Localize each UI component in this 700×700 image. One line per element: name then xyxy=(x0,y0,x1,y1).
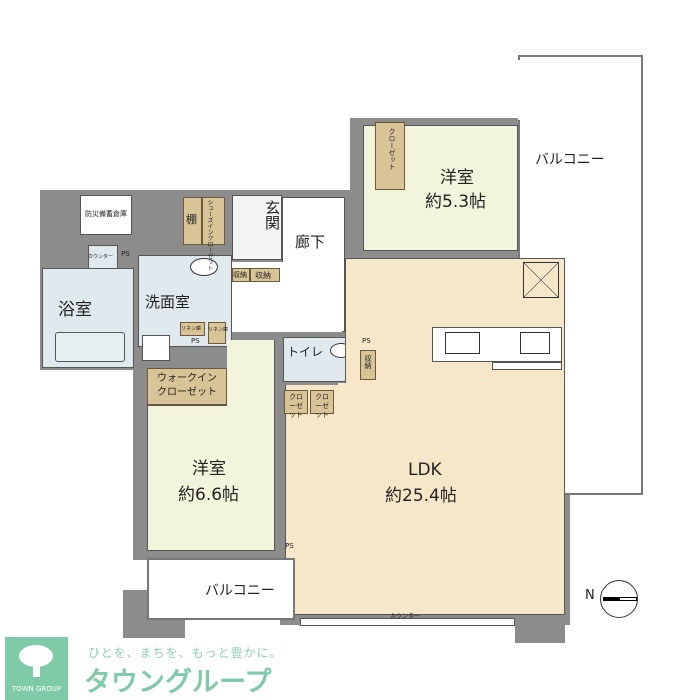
western-room-1-size: 約5.3帖 xyxy=(425,192,487,212)
storage-3 xyxy=(360,350,376,380)
ps-label-2: PS xyxy=(191,337,200,345)
balcony-cut xyxy=(518,60,588,120)
linen-2-label: リネン庫 xyxy=(208,327,229,333)
walk-in-closet-label: ウォークインクローゼット xyxy=(157,373,217,398)
disaster-storage-label: 防災備蓄倉庫 xyxy=(85,210,127,218)
storage-2-label: 収納 xyxy=(255,271,271,280)
linen-1-label: リネン庫 xyxy=(181,326,202,332)
ldk-counter-label: カウンター xyxy=(390,613,421,620)
ldk-size: 約25.4帖 xyxy=(385,486,457,506)
toilet-label: トイレ xyxy=(287,345,324,359)
closet-b xyxy=(310,390,334,414)
walk-in-closet xyxy=(147,368,227,405)
closet-top-label: クローゼット xyxy=(388,128,396,170)
shoes-in-closet-label: シューズインクローゼット xyxy=(206,199,213,271)
closet-a-label: クローゼット xyxy=(289,393,303,419)
ldk-window-sill xyxy=(300,618,515,626)
bathtub xyxy=(55,332,125,362)
refrigerator-space xyxy=(523,262,559,298)
compass-needle-icon xyxy=(603,597,637,601)
kitchen-sink-icon xyxy=(445,332,480,354)
ps-label-3: PS xyxy=(362,337,371,345)
compass-icon xyxy=(600,580,638,618)
town-group-logo: TOWN GROUP xyxy=(5,637,68,700)
storage-1 xyxy=(232,268,250,282)
entrance-label: 玄関 xyxy=(263,200,281,230)
balcony-bottom-label: バルコニー xyxy=(205,583,275,599)
logo-tagline: ひとを、まちを、もっと豊かに。 xyxy=(88,646,283,660)
shoes-in-closet xyxy=(202,197,225,245)
western-room-2 xyxy=(147,405,275,551)
linen-2 xyxy=(208,322,226,344)
storage-2 xyxy=(250,268,280,282)
cooktop-icon xyxy=(520,332,550,354)
western-room-2-size: 約6.6帖 xyxy=(178,485,240,505)
sink-icon xyxy=(190,258,218,276)
counter-small-label: カウンター xyxy=(88,254,114,260)
closet-top xyxy=(375,122,405,190)
bathroom-label: 浴室 xyxy=(58,300,92,320)
washing-machine-pan xyxy=(142,335,170,361)
western-room-2-ext xyxy=(227,340,275,410)
shelf xyxy=(183,197,202,245)
ldk-name: LDK xyxy=(408,460,442,480)
disaster-storage xyxy=(80,195,132,235)
linen-1 xyxy=(180,322,205,336)
shelf-label: 棚 xyxy=(186,213,197,226)
tree-trunk-icon xyxy=(33,663,40,677)
washroom-label: 洗面室 xyxy=(145,293,191,311)
ldk xyxy=(285,385,565,615)
storage-1-label: 収納 xyxy=(233,271,247,279)
entrance xyxy=(232,195,282,260)
western-room-2-name: 洋室 xyxy=(192,459,226,479)
closet-a xyxy=(284,390,308,414)
logo-brand-en: TOWN GROUP xyxy=(11,685,62,693)
logo-name: タウングループ xyxy=(84,667,272,698)
hallway-label: 廊下 xyxy=(295,233,326,251)
ps-label-1: PS xyxy=(121,250,130,258)
ldk-join xyxy=(338,383,564,393)
closet-b-label: クローゼット xyxy=(315,393,329,419)
western-room-1-name: 洋室 xyxy=(440,168,474,188)
ps-label-4: PS xyxy=(285,542,294,550)
tree-icon xyxy=(19,645,53,667)
balcony-bottom xyxy=(147,558,295,620)
north-label: N xyxy=(585,588,595,603)
kitchen-back-counter xyxy=(492,362,562,370)
balcony-right-label: バルコニー xyxy=(535,152,605,168)
storage-3-label: 収納 xyxy=(364,355,372,369)
